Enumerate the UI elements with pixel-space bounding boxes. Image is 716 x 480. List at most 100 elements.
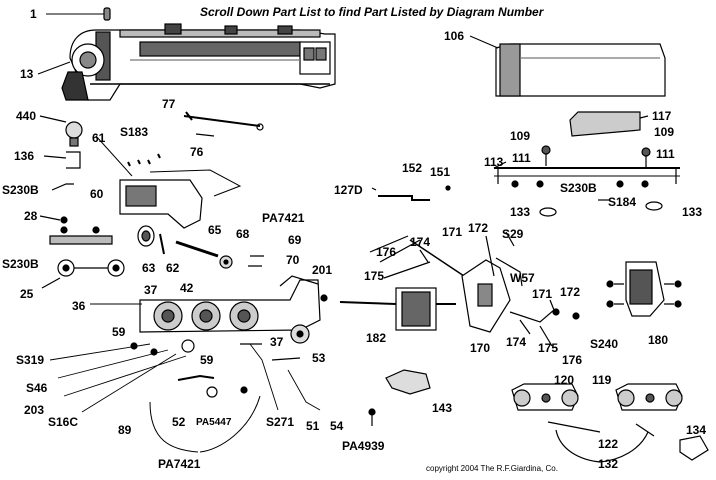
tender-frame-part (493, 161, 680, 188)
drawbar-part (371, 185, 451, 201)
callout-136[interactable]: 136 (14, 149, 35, 163)
callout-37-a[interactable]: 37 (144, 283, 158, 297)
callout-176-a[interactable]: 176 (376, 245, 397, 259)
callout-65[interactable]: 65 (208, 223, 222, 237)
callout-152[interactable]: 152 (402, 161, 423, 175)
callout-203[interactable]: 203 (24, 403, 45, 417)
callout-61[interactable]: 61 (92, 131, 106, 145)
callout-132[interactable]: 132 (598, 457, 619, 471)
callout-51[interactable]: 51 (306, 419, 320, 433)
callout-S46[interactable]: S46 (26, 381, 48, 395)
tender-screws (539, 145, 663, 217)
callout-W57[interactable]: W57 (510, 271, 535, 285)
callout-133-a[interactable]: 133 (510, 205, 531, 219)
callout-S240[interactable]: S240 (590, 337, 619, 351)
callout-175-b[interactable]: 175 (538, 341, 559, 355)
callout-174-b[interactable]: 174 (506, 335, 527, 349)
callout-54[interactable]: 54 (330, 419, 344, 433)
callout-63[interactable]: 63 (142, 261, 156, 275)
callout-36[interactable]: 36 (72, 299, 86, 313)
leader-line (39, 215, 61, 221)
callout-119[interactable]: 119 (592, 373, 612, 387)
callout-PA7421-b[interactable]: PA7421 (158, 457, 201, 471)
callout-68[interactable]: 68 (236, 227, 250, 241)
valve-gear-rod (183, 111, 264, 137)
callout-172-a[interactable]: 172 (468, 221, 489, 235)
frame-front-assembly (95, 135, 242, 229)
callout-S184[interactable]: S184 (608, 195, 637, 209)
callout-117[interactable]: 117 (652, 109, 672, 123)
screw-part (60, 216, 68, 224)
callout-171-b[interactable]: 171 (532, 287, 553, 301)
callout-151[interactable]: 151 (430, 165, 451, 179)
callout-175-a[interactable]: 175 (364, 269, 385, 283)
motor-assembly (339, 231, 580, 347)
callout-111-a[interactable]: 111 (512, 151, 531, 165)
truck-assembly-part (41, 226, 125, 289)
callout-109-b[interactable]: 109 (654, 125, 675, 139)
callout-113[interactable]: 113 (484, 155, 504, 169)
callout-77[interactable]: 77 (162, 97, 176, 111)
bulb-and-socket-parts (39, 115, 83, 191)
callout-69[interactable]: 69 (288, 233, 302, 247)
callout-172-b[interactable]: 172 (560, 285, 581, 299)
callout-134[interactable]: 134 (686, 423, 707, 437)
coupler-part (368, 369, 431, 426)
callout-174-a[interactable]: 174 (410, 235, 431, 249)
callout-S16C[interactable]: S16C (48, 415, 79, 429)
callout-PA5447[interactable]: PA5447 (196, 417, 232, 428)
callout-S319[interactable]: S319 (16, 353, 45, 367)
callout-25[interactable]: 25 (20, 287, 34, 301)
callout-170[interactable]: 170 (470, 341, 491, 355)
callout-127D[interactable]: 127D (334, 183, 363, 197)
callout-PA7421-a[interactable]: PA7421 (262, 211, 305, 225)
callout-176-b[interactable]: 176 (562, 353, 583, 367)
callout-70[interactable]: 70 (286, 253, 300, 267)
callout-S230B-a[interactable]: S230B (2, 183, 39, 197)
tender-light-unit (606, 261, 682, 317)
callout-1[interactable]: 1 (30, 7, 37, 21)
callout-171-a[interactable]: 171 (442, 225, 463, 239)
callout-122[interactable]: 122 (598, 437, 619, 451)
callout-60[interactable]: 60 (90, 187, 104, 201)
page-title: Scroll Down Part List to find Part Liste… (200, 5, 544, 19)
callout-42[interactable]: 42 (180, 281, 194, 295)
callout-S230B-c[interactable]: S230B (560, 181, 597, 195)
callout-53[interactable]: 53 (312, 351, 326, 365)
callout-182[interactable]: 182 (366, 331, 387, 345)
small-hardware-parts (49, 339, 321, 453)
callout-143[interactable]: 143 (432, 401, 453, 415)
gear-and-axle-parts (137, 225, 264, 269)
callout-106[interactable]: 106 (444, 29, 465, 43)
tender-trucks (511, 383, 709, 463)
callout-440[interactable]: 440 (16, 109, 37, 123)
callout-59-b[interactable]: 59 (200, 353, 214, 367)
callout-62[interactable]: 62 (166, 261, 180, 275)
tender-weight-part (569, 111, 649, 137)
callout-111-b[interactable]: 111 (656, 147, 675, 161)
callout-S230B-b[interactable]: S230B (2, 257, 39, 271)
callout-S183[interactable]: S183 (120, 125, 149, 139)
tender-body-shell (469, 35, 666, 97)
callout-133-b[interactable]: 133 (682, 205, 703, 219)
callout-120[interactable]: 120 (554, 373, 575, 387)
callout-201[interactable]: 201 (312, 263, 333, 277)
callout-180[interactable]: 180 (648, 333, 669, 347)
callout-PA4939[interactable]: PA4939 (342, 439, 385, 453)
locomotive-chassis-assembly (90, 275, 328, 344)
leader-line (37, 61, 71, 75)
callout-52[interactable]: 52 (172, 415, 186, 429)
headlight-lens-part (46, 7, 111, 21)
callout-S271[interactable]: S271 (266, 415, 295, 429)
callout-13[interactable]: 13 (20, 67, 34, 81)
callout-59-a[interactable]: 59 (112, 325, 126, 339)
locomotive-body-shell (61, 23, 336, 101)
callout-76[interactable]: 76 (190, 145, 204, 159)
callout-37-b[interactable]: 37 (270, 335, 284, 349)
callout-28[interactable]: 28 (24, 209, 38, 223)
callout-89[interactable]: 89 (118, 423, 132, 437)
callout-S29[interactable]: S29 (502, 227, 524, 241)
callout-109-a[interactable]: 109 (510, 129, 531, 143)
